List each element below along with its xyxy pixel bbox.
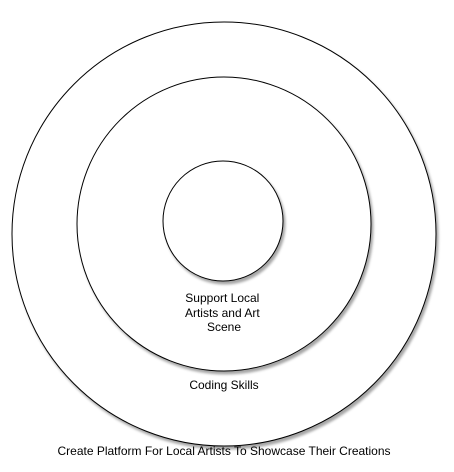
inner-circle xyxy=(162,160,284,282)
inner-label-line: Artists and Art xyxy=(185,306,260,320)
inner-label-line: Scene xyxy=(207,320,241,334)
middle-label: Coding Skills xyxy=(189,378,258,392)
inner-label: Support Local Artists and Art Scene xyxy=(185,291,263,334)
inner-label-line: Support Local xyxy=(185,291,259,305)
outer-label: Create Platform For Local Artists To Sho… xyxy=(57,444,390,458)
